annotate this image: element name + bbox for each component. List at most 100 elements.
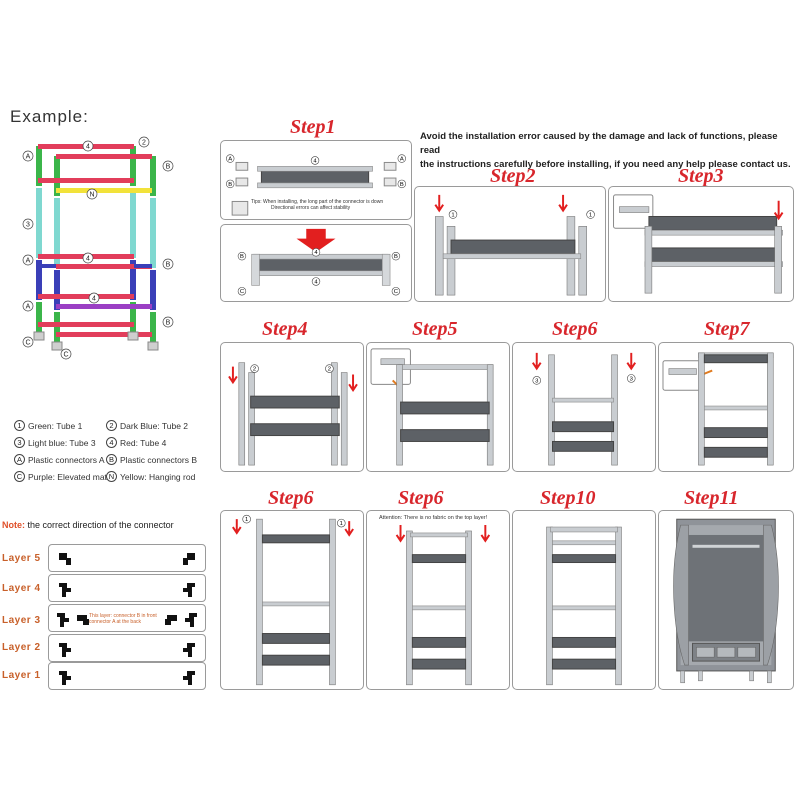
step10-panel (512, 510, 656, 690)
step-title: Step11 (684, 487, 739, 509)
example-diagram: 4 A 2 B 3 N 4 B A 4 A B C C (18, 136, 188, 376)
svg-text:B: B (240, 254, 244, 260)
svg-text:C: C (25, 340, 30, 347)
svg-text:4: 4 (313, 158, 317, 164)
connector-b-icon (183, 643, 195, 657)
layer3-note: This layer: connector B in front connect… (89, 613, 157, 625)
step7-panel (658, 342, 794, 472)
step6-panel: 1 1 (220, 510, 364, 690)
svg-text:2: 2 (142, 140, 146, 147)
svg-text:4: 4 (86, 256, 90, 263)
svg-text:A: A (26, 304, 31, 311)
svg-text:4: 4 (314, 279, 318, 285)
svg-text:A: A (400, 157, 404, 163)
layer-label: Layer 3 (2, 615, 41, 626)
step-title: Step6 (552, 318, 598, 340)
step6-panel: 3 3 (512, 342, 656, 472)
legend-symbol: A (14, 454, 25, 465)
svg-text:1: 1 (245, 517, 248, 523)
layer-row (48, 662, 206, 690)
svg-text:1: 1 (589, 212, 592, 218)
step-title: Step6 (398, 487, 444, 509)
connector-b-icon (77, 615, 89, 625)
svg-text:B: B (228, 182, 232, 188)
step3-panel (608, 186, 794, 302)
step-title: Step4 (262, 318, 308, 340)
legend-symbol: 4 (106, 437, 117, 448)
step1-parts-panel: 4 A A B B Tips: When installing, the lon… (220, 140, 412, 220)
svg-text:2: 2 (253, 367, 256, 373)
svg-text:4: 4 (314, 250, 318, 256)
step1-assembly-panel: B B 4 4 C C (220, 224, 412, 302)
svg-text:3: 3 (630, 376, 634, 382)
svg-text:B: B (166, 262, 171, 269)
connector-a-icon (57, 613, 69, 627)
svg-text:2: 2 (328, 367, 331, 373)
svg-text:A: A (26, 258, 31, 265)
step5-panel (366, 342, 510, 472)
legend-symbol: 2 (106, 420, 117, 431)
example-title: Example: (10, 107, 89, 126)
svg-text:C: C (394, 289, 398, 295)
legend-symbol: 3 (14, 437, 25, 448)
step1-tip-line1: Tips: When installing, the long part of … (251, 199, 384, 205)
connector-a-icon (185, 613, 197, 627)
layer-row (48, 544, 206, 572)
legend-symbol: 1 (14, 420, 25, 431)
legend-symbol: N (106, 471, 117, 482)
notice: Avoid the installation error caused by t… (420, 131, 791, 170)
legend-symbol: B (106, 454, 117, 465)
svg-text:C: C (63, 352, 68, 359)
layer-row: This layer: connector B in front connect… (48, 604, 206, 632)
connector-a-icon (59, 671, 71, 685)
svg-text:A: A (26, 154, 31, 161)
svg-text:B: B (400, 182, 404, 188)
svg-text:A: A (228, 157, 232, 163)
connector-a-icon (59, 553, 71, 565)
svg-text:B: B (394, 254, 398, 260)
layer-row (48, 634, 206, 662)
svg-text:3: 3 (26, 222, 30, 229)
legend-symbol: C (14, 471, 25, 482)
step4-panel: 2 2 (220, 342, 364, 472)
note-prefix: Note: (2, 520, 25, 530)
svg-text:4: 4 (92, 296, 96, 303)
connector-note: Note: the correct direction of the conne… (2, 520, 174, 530)
step-title: Step5 (412, 318, 458, 340)
svg-text:1: 1 (340, 521, 343, 527)
note-text: the correct direction of the connector (25, 520, 174, 530)
connector-a-icon (59, 583, 71, 597)
layer-label: Layer 2 (2, 642, 41, 653)
connector-b-icon (183, 583, 195, 597)
step-title: Step3 (678, 165, 724, 187)
layer-label: Layer 4 (2, 583, 41, 594)
svg-text:B: B (166, 320, 171, 327)
connector-a-icon (59, 643, 71, 657)
svg-text:B: B (166, 164, 171, 171)
step6-panel: Attention: There is no fabric on the top… (366, 510, 510, 690)
step11-panel (658, 510, 794, 690)
step-title: Step10 (540, 487, 596, 509)
svg-text:N: N (89, 192, 94, 199)
svg-text:C: C (240, 289, 244, 295)
layer-label: Layer 5 (2, 553, 41, 564)
connector-b-icon (183, 671, 195, 685)
svg-text:4: 4 (86, 144, 90, 151)
layer-label: Layer 1 (2, 670, 41, 681)
svg-text:1: 1 (451, 212, 454, 218)
step2-panel: 1 1 (414, 186, 606, 302)
connector-b-icon (165, 615, 177, 625)
step-title: Step2 (490, 165, 536, 187)
svg-text:3: 3 (535, 378, 539, 384)
attention-note: Attention: There is no fabric on the top… (379, 515, 488, 521)
layer-row (48, 574, 206, 602)
step-title: Step1 (290, 116, 336, 138)
